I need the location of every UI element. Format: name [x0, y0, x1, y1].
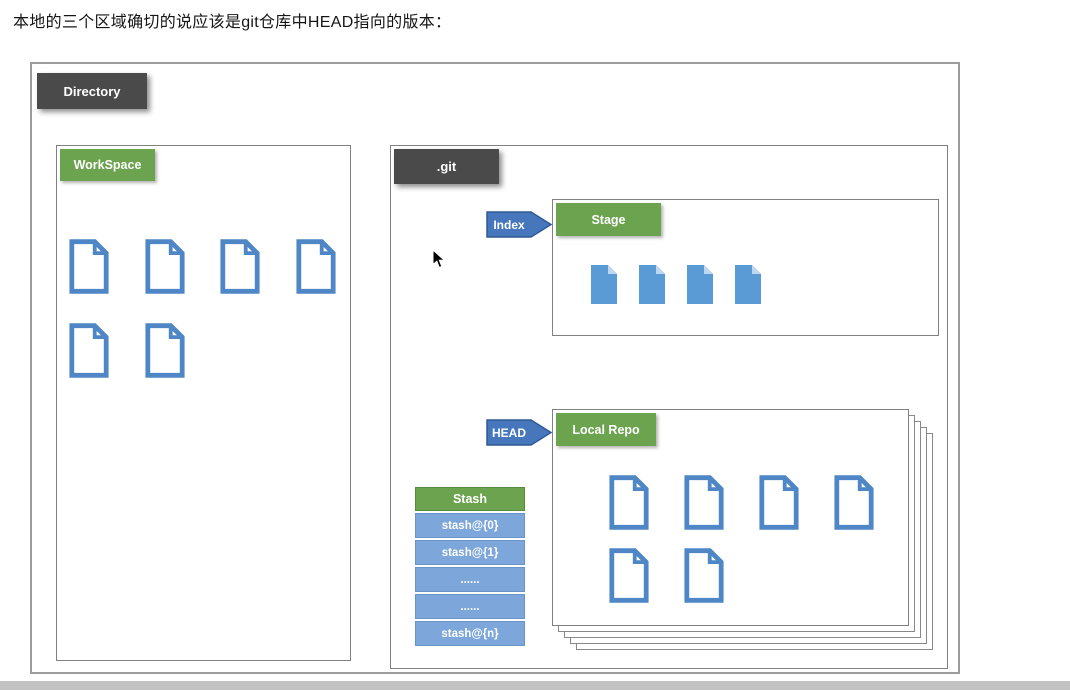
- stash-panel: Stash stash@{0} stash@{1} ...... ...... …: [415, 487, 525, 651]
- file-icon: [144, 238, 186, 295]
- head-arrow: HEAD: [486, 419, 553, 446]
- index-arrow-label: Index: [493, 218, 525, 232]
- directory-label-text: Directory: [63, 83, 121, 99]
- local-repo-label: Local Repo: [556, 413, 656, 446]
- file-icon: [608, 474, 650, 531]
- git-label-text: .git: [436, 159, 457, 174]
- file-icon: [683, 547, 725, 604]
- index-arrow: Index: [486, 211, 553, 238]
- mouse-cursor-icon: [432, 248, 446, 269]
- file-icon: [608, 547, 650, 604]
- file-icon: [68, 322, 110, 379]
- file-icon: [219, 238, 261, 295]
- workspace-panel: WorkSpace: [56, 145, 351, 661]
- stage-label-text: Stage: [591, 212, 626, 227]
- page-heading: 本地的三个区域确切的说应该是git仓库中HEAD指向的版本：: [13, 14, 452, 31]
- directory-label: Directory: [37, 73, 147, 109]
- stash-label-text: Stash: [452, 492, 488, 506]
- stash-row: ......: [415, 594, 525, 619]
- stage-label: Stage: [556, 203, 661, 236]
- stash-row: stash@{1}: [415, 540, 525, 565]
- file-icon: [144, 322, 186, 379]
- stage-panel: Stage: [552, 199, 939, 336]
- git-areas-diagram: Directory WorkSpace .git: [30, 62, 960, 674]
- staged-file-icon: [733, 264, 763, 305]
- workspace-label: WorkSpace: [60, 149, 155, 181]
- stash-row: ......: [415, 567, 525, 592]
- local-repo-stack: Local Repo: [552, 409, 933, 650]
- git-panel: .git Index Stage: [390, 145, 948, 669]
- local-repo-label-text: Local Repo: [572, 422, 640, 437]
- file-icon: [68, 238, 110, 295]
- file-icon: [758, 474, 800, 531]
- staged-file-icon: [637, 264, 667, 305]
- staged-file-icon: [685, 264, 715, 305]
- git-label: .git: [394, 149, 499, 184]
- stash-label: Stash: [415, 487, 525, 511]
- file-icon: [833, 474, 875, 531]
- file-icon: [295, 238, 337, 295]
- workspace-label-text: WorkSpace: [73, 158, 142, 172]
- file-icon: [683, 474, 725, 531]
- local-repo-panel: Local Repo: [552, 409, 909, 626]
- head-arrow-label: HEAD: [492, 426, 526, 440]
- stash-row: stash@{0}: [415, 513, 525, 538]
- staged-file-icon: [589, 264, 619, 305]
- stash-row: stash@{n}: [415, 621, 525, 646]
